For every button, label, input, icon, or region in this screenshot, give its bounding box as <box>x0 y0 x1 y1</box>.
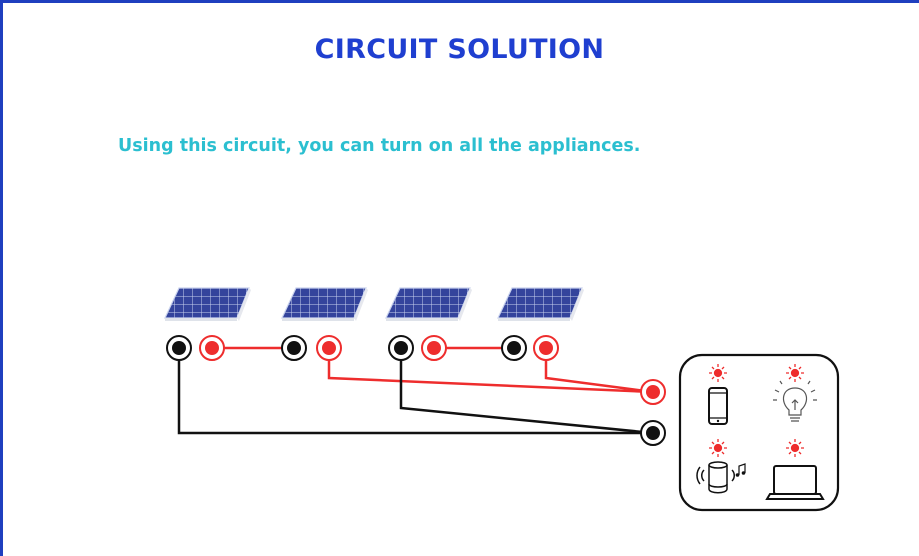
power-on-indicator <box>786 439 804 457</box>
negative-wire <box>399 348 654 435</box>
smartphone-icon <box>708 387 728 425</box>
box-positive-terminal <box>640 379 666 405</box>
solar-panel <box>497 287 585 322</box>
positive-terminal <box>533 335 559 361</box>
negative-terminal <box>501 335 527 361</box>
negative-terminal <box>166 335 192 361</box>
power-on-indicator <box>709 364 727 382</box>
solar-panel <box>385 287 473 322</box>
negative-wire <box>177 348 653 435</box>
lightbulb-icon <box>773 380 817 422</box>
positive-wire <box>544 348 654 394</box>
negative-terminal <box>281 335 307 361</box>
positive-terminal <box>316 335 342 361</box>
page-subtitle: Using this circuit, you can turn on all … <box>118 136 641 156</box>
negative-terminal <box>388 335 414 361</box>
solar-panel <box>164 287 252 322</box>
positive-terminal <box>421 335 447 361</box>
box-negative-terminal <box>640 420 666 446</box>
speaker-icon <box>696 461 746 494</box>
solar-panel <box>281 287 369 322</box>
page-title: CIRCUIT SOLUTION <box>314 34 605 65</box>
laptop-icon <box>765 465 825 500</box>
power-on-indicator <box>709 439 727 457</box>
positive-terminal <box>199 335 225 361</box>
power-on-indicator <box>786 364 804 382</box>
